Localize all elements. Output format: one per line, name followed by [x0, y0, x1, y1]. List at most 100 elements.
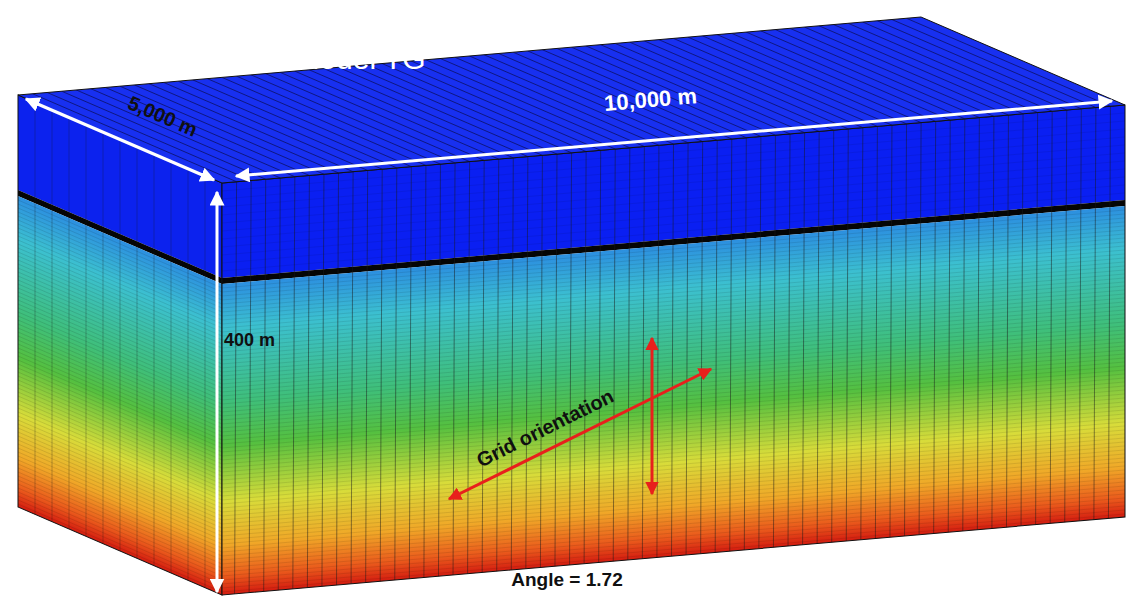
grid-layer-line [18, 252, 222, 340]
grid-layer-line [18, 204, 222, 292]
grid-layer-line [222, 218, 1125, 296]
grid-layer-line [18, 256, 222, 344]
grid-layer-line [18, 264, 222, 352]
grid-column-line [280, 72, 484, 160]
grid-column-line [278, 178, 280, 590]
orientation-arrow [651, 338, 654, 494]
grid-column-line [482, 160, 484, 572]
grid-layer-line [222, 502, 1125, 580]
grid-layer-line [222, 326, 1125, 404]
grid-layer-line [222, 394, 1125, 472]
grid-layer-line [222, 458, 1125, 536]
grid-layer-line [18, 456, 222, 544]
grid-layer-line [18, 276, 222, 364]
grid-column-line [351, 172, 353, 584]
grid-layer-line [18, 268, 222, 356]
grid-column-line [266, 74, 470, 162]
grid-column-line [977, 118, 979, 530]
dimension-label: 5,000 m [125, 91, 201, 140]
grid-layer-line [222, 510, 1125, 588]
grid-layer-line [18, 324, 222, 412]
grid-column-line [91, 89, 295, 177]
grid-column-line [906, 18, 1110, 106]
grid-layer-line [18, 296, 222, 384]
grid-layer-line [222, 410, 1125, 488]
grid-layer-line [18, 468, 222, 556]
grid-column-line [52, 110, 53, 522]
face-outline [222, 105, 1125, 595]
grid-column-line [120, 139, 121, 551]
grid-layer-line [222, 474, 1125, 552]
grid-layer-line [18, 284, 222, 372]
dimension-label: 400 m [224, 331, 275, 351]
grid-column-line [103, 132, 104, 544]
grid-column-line [513, 52, 717, 140]
top-face [18, 17, 1125, 183]
grid-layer-line [18, 392, 222, 480]
grid-layer-line [18, 228, 222, 316]
grid-column-line [366, 170, 368, 582]
grid-layer-line [18, 368, 222, 456]
grid-layer-line [18, 300, 222, 388]
grid-column-line [295, 71, 499, 159]
grid-column-line [324, 69, 528, 157]
grid-column-line [205, 176, 206, 588]
grid-column-line [892, 20, 1096, 108]
grid-column-line [409, 167, 411, 579]
grid-layer-line [18, 408, 222, 496]
grid-column-line [1050, 111, 1052, 523]
grid-column-line [222, 77, 426, 165]
grid-layer-line [18, 488, 222, 576]
grid-layer-line [222, 402, 1125, 480]
grid-column-line [628, 148, 630, 560]
grid-column-line [717, 35, 921, 123]
grid-column-line [905, 124, 907, 536]
grid-layer-line [222, 310, 1125, 388]
grid-column-line [642, 146, 644, 558]
grid-layer-line [18, 376, 222, 464]
grid-column-line [601, 45, 805, 133]
grid-layer-line [222, 254, 1125, 332]
grid-layer-line [18, 380, 222, 468]
grid-layer-line [222, 318, 1125, 396]
grid-column-line [744, 138, 746, 550]
orientation-arrow [449, 369, 711, 499]
grid-column-line [555, 154, 557, 566]
grid-lines [18, 95, 222, 595]
grid-layer-line [222, 426, 1125, 504]
grid-layer-line [222, 193, 1125, 271]
grid-column-line [599, 150, 601, 562]
grid-layer-line [222, 430, 1125, 508]
grid-layer-line [222, 486, 1125, 564]
grid-layer-line [18, 244, 222, 332]
grid-layer-line [18, 436, 222, 524]
grid-layer-line [222, 434, 1125, 512]
grid-column-line [672, 144, 674, 556]
grid-column-line [803, 133, 805, 545]
grid-column-line [207, 79, 411, 167]
grid-layer-line [222, 294, 1125, 372]
grid-column-line [861, 128, 863, 540]
grid-column-line [438, 164, 440, 576]
dimension-arrow [236, 101, 1112, 176]
grid-layer-line [222, 226, 1125, 304]
grid-column-line [188, 168, 189, 580]
grid-layer-line [18, 404, 222, 492]
grid-column-line [688, 37, 892, 125]
grid-layer-line [18, 316, 222, 404]
grid-column-line [69, 117, 70, 529]
grid-column-line [368, 65, 572, 153]
grid-layer-line [18, 208, 222, 296]
grid-layer-line [18, 396, 222, 484]
grid-column-line [528, 51, 732, 139]
grid-column-line [178, 81, 382, 169]
grid-column-line [293, 177, 295, 589]
grid-layer-line [222, 358, 1125, 436]
grid-column-line [586, 46, 790, 134]
grid-column-line [251, 75, 455, 163]
grid-column-line [499, 53, 703, 141]
grid-layer-line [222, 466, 1125, 544]
grid-layer-line [222, 210, 1125, 288]
grid-column-line [584, 152, 586, 564]
grid-column-line [540, 155, 542, 567]
